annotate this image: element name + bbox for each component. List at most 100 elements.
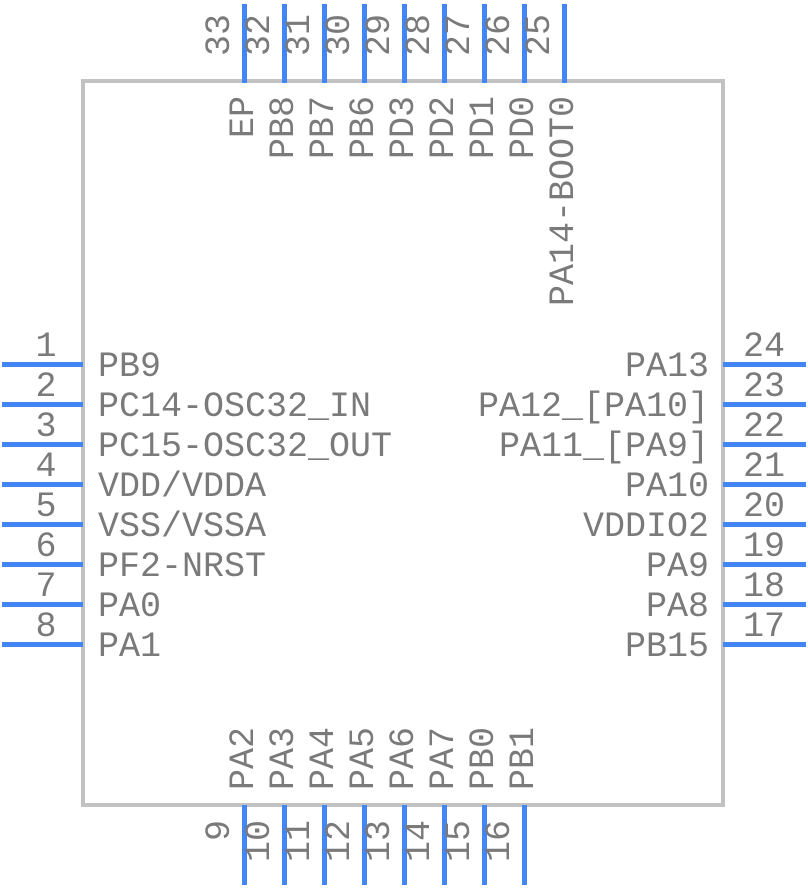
pin-label-31: PB7 (304, 96, 344, 160)
pin-number-7: 7 (35, 567, 57, 607)
pin-label-18: PA8 (645, 587, 709, 627)
pin-number-6: 6 (35, 527, 57, 567)
pin-number-21: 21 (742, 447, 785, 487)
pin-line-6 (2, 562, 83, 567)
pin-label-20: VDDIO2 (582, 507, 709, 547)
pin-label-14: PA7 (424, 726, 464, 790)
pin-label-23: PA12_[PA10] (477, 387, 709, 427)
pin-number-23: 23 (742, 367, 785, 407)
pin-label-12: PA5 (344, 726, 384, 790)
pin-number-25: 25 (520, 13, 560, 56)
pin-label-26: PD0 (504, 96, 544, 160)
pin-label-19: PA9 (645, 547, 709, 587)
pin-line-23 (723, 402, 806, 407)
pin-line-31 (322, 4, 327, 83)
pin-line-16 (522, 805, 527, 885)
pin-line-30 (362, 4, 367, 83)
pin-line-32 (282, 4, 287, 83)
pin-line-20 (723, 522, 806, 527)
pin-line-11 (322, 805, 327, 885)
pin-line-27 (482, 4, 487, 83)
pin-number-8: 8 (35, 607, 57, 647)
pin-label-8: PA1 (98, 627, 162, 667)
pin-label-7: PA0 (98, 587, 162, 627)
pin-line-26 (522, 4, 527, 83)
pin-number-12: 12 (320, 820, 360, 863)
pin-label-17: PB15 (624, 627, 709, 667)
pin-number-22: 22 (742, 407, 785, 447)
pin-label-5: VSS/VSSA (98, 507, 267, 547)
pin-label-11: PA4 (304, 726, 344, 790)
pin-line-17 (723, 642, 806, 647)
pin-line-24 (723, 362, 806, 367)
pin-number-27: 27 (440, 13, 480, 56)
pin-number-11: 11 (280, 820, 320, 863)
pin-line-19 (723, 562, 806, 567)
pin-number-30: 30 (320, 13, 360, 56)
pin-label-2: PC14-OSC32_IN (98, 387, 372, 427)
pin-number-29: 29 (360, 13, 400, 56)
pin-line-14 (442, 805, 447, 885)
pin-label-15: PB0 (464, 726, 504, 790)
pin-number-5: 5 (35, 487, 57, 527)
pin-label-9: PA2 (224, 726, 264, 790)
pin-label-4: VDD/VDDA (98, 467, 267, 507)
pin-label-32: PB8 (264, 96, 304, 160)
pin-label-1: PB9 (98, 347, 162, 387)
pin-line-22 (723, 442, 806, 447)
pin-number-18: 18 (742, 567, 785, 607)
pin-line-1 (2, 362, 83, 367)
pin-number-31: 31 (280, 13, 320, 56)
pin-line-7 (2, 602, 83, 607)
pin-label-24: PA13 (624, 347, 709, 387)
pin-line-4 (2, 482, 83, 487)
pin-label-33: EP (224, 96, 264, 139)
pin-number-10: 10 (240, 820, 280, 863)
chip-body (81, 79, 725, 807)
pin-number-28: 28 (400, 13, 440, 56)
pin-number-19: 19 (742, 527, 785, 567)
pin-number-4: 4 (35, 447, 57, 487)
pin-number-32: 32 (240, 13, 280, 56)
pin-line-13 (402, 805, 407, 885)
pin-number-3: 3 (35, 407, 57, 447)
pin-number-2: 2 (35, 367, 57, 407)
pin-number-33: 33 (200, 13, 240, 56)
pin-label-16: PB1 (504, 726, 544, 790)
pin-label-29: PD3 (384, 96, 424, 160)
pin-line-15 (482, 805, 487, 885)
pin-number-15: 15 (440, 820, 480, 863)
pin-number-1: 1 (35, 327, 57, 367)
pin-line-5 (2, 522, 83, 527)
pin-number-9: 9 (200, 820, 240, 842)
pin-line-2 (2, 402, 83, 407)
pin-line-28 (442, 4, 447, 83)
pin-label-6: PF2-NRST (98, 547, 267, 587)
pin-line-29 (402, 4, 407, 83)
pin-number-14: 14 (400, 820, 440, 863)
pin-number-13: 13 (360, 820, 400, 863)
pin-label-13: PA6 (384, 726, 424, 790)
pin-label-3: PC15-OSC32_OUT (98, 427, 393, 467)
pin-label-25: PA14-BOOT0 (544, 96, 584, 307)
pin-line-3 (2, 442, 83, 447)
pin-line-10 (282, 805, 287, 885)
pin-line-21 (723, 482, 806, 487)
pin-number-26: 26 (480, 13, 520, 56)
pin-label-22: PA11_[PA9] (498, 427, 709, 467)
pin-line-9 (242, 805, 247, 885)
pin-line-12 (362, 805, 367, 885)
pin-number-16: 16 (480, 820, 520, 863)
pin-number-17: 17 (742, 607, 785, 647)
pin-line-25 (562, 4, 567, 83)
pin-line-8 (2, 642, 83, 647)
pin-label-21: PA10 (624, 467, 709, 507)
pin-label-10: PA3 (264, 726, 304, 790)
pin-number-20: 20 (742, 487, 785, 527)
pin-number-24: 24 (742, 327, 785, 367)
pin-label-27: PD1 (464, 96, 504, 160)
pin-label-28: PD2 (424, 96, 464, 160)
pin-line-18 (723, 602, 806, 607)
pin-label-30: PB6 (344, 96, 384, 160)
